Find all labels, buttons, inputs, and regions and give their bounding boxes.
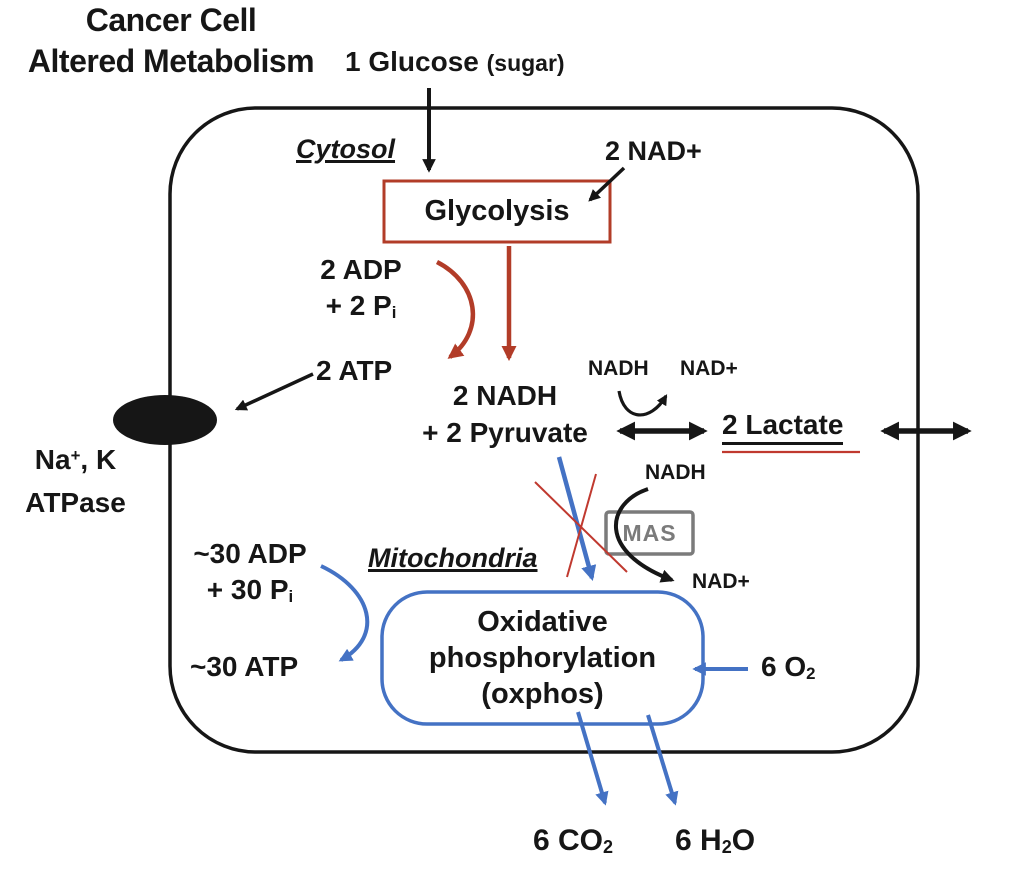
inhibition-cross-line-2 — [566, 473, 597, 578]
mas-box — [604, 510, 695, 556]
nad-into-glycolysis-arrow — [588, 166, 626, 202]
na-k-atpase-pump-ellipse — [113, 395, 217, 445]
glycolysis-box-label: Glycolysis — [424, 194, 570, 227]
oxphos-box-label: Oxidative phosphorylation (oxphos) — [382, 592, 703, 724]
nadh2-text: 2 NADH — [452, 380, 558, 411]
oxphos-line2: phosphorylation — [428, 642, 657, 674]
co2-label: 6 CO2 — [533, 824, 614, 858]
nadh-nad-cycle-arrow — [617, 390, 668, 417]
nadh-pyruvate-label: 2 NADH + 2 Pyruvate — [405, 377, 605, 451]
h2o-label: 6 H2O — [675, 824, 756, 858]
mas-nadh-label: NADH — [645, 461, 706, 484]
pyruvate-to-mito-arrow — [556, 456, 597, 581]
glucose-note: (sugar) — [486, 50, 565, 76]
mitochondria-label: Mitochondria — [368, 543, 538, 573]
oxphos-line3: (oxphos) — [481, 678, 604, 710]
lactate-text: 2 Lactate — [722, 409, 844, 446]
pyruvate2-text: + 2 Pyruvate — [422, 417, 588, 448]
glycolysis-box — [382, 179, 612, 244]
pi30-text: + 30 Pi — [206, 574, 294, 607]
adp-pi-label: 2 ADP + 2 Pi — [286, 252, 436, 328]
co2-out-arrow — [576, 711, 609, 806]
lactate-label: 2 Lactate — [722, 409, 844, 446]
atp2-label: 2 ATP — [316, 355, 393, 386]
glucose-text: 1 Glucose — [345, 46, 479, 77]
oxphos-box — [380, 590, 705, 726]
nad-top-label: 2 NAD+ — [605, 136, 702, 166]
adp30-text: ~30 ADP — [193, 538, 307, 569]
adp2-text: 2 ADP — [320, 254, 402, 285]
diagram-title: Cancer Cell Altered Metabolism — [0, 0, 342, 82]
nad-small-label: NAD+ — [680, 357, 738, 380]
cytosol-label: Cytosol — [296, 134, 396, 164]
adp-to-atp-arrow — [435, 259, 476, 359]
h2o-out-arrow — [646, 714, 679, 806]
diagram-title-line2: Altered Metabolism — [27, 43, 315, 79]
atp-to-pump-arrow — [234, 372, 314, 411]
na-k-atpase-label: Na+, K ATPase — [8, 440, 143, 522]
oxphos-line1: Oxidative — [477, 606, 608, 638]
pi2-text: + 2 Pi — [325, 290, 397, 323]
o2-label: 6 O2 — [761, 651, 816, 684]
atp30-label: ~30 ATP — [190, 651, 299, 682]
mas-shuttle-arrow — [614, 487, 675, 583]
na-k-text: Na+, K — [34, 444, 117, 475]
glucose-label: 1 Glucose (sugar) — [345, 46, 565, 78]
diagram-title-line1: Cancer Cell — [85, 2, 257, 38]
mas-box-label: MAS — [622, 519, 677, 546]
mas-nad-label: NAD+ — [692, 570, 750, 593]
oxphos-atp-arrow — [320, 564, 370, 662]
atpase-text: ATPase — [25, 487, 126, 518]
nadh-small-label: NADH — [588, 357, 649, 380]
adp30-pi-label: ~30 ADP + 30 Pi — [175, 536, 325, 612]
